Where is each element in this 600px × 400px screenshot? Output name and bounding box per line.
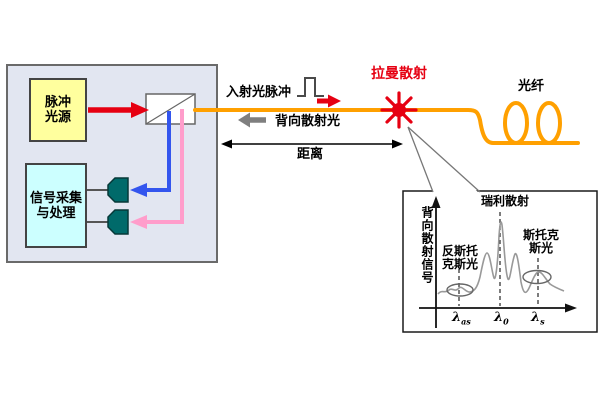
optical-fiber: [193, 101, 580, 145]
stokes-label: 斯托克 斯光: [522, 228, 559, 255]
distance-dimension-arrow: [221, 139, 403, 149]
x-tick-lambda-as: λas: [452, 310, 471, 327]
x-axis-arrow-icon: [565, 303, 577, 313]
fiber-label: 光纤: [518, 79, 545, 94]
gray-arrowhead-icon: [238, 112, 250, 128]
pink-arrowhead-icon: [130, 215, 147, 229]
pink-signal-path: [130, 109, 184, 229]
source-arrow: [88, 102, 149, 118]
inset-y-axis-label: 背向散射信号: [420, 206, 434, 284]
stokes-highlight-ellipse: [522, 269, 552, 285]
anti-stokes-label: 反斯托 克斯光: [441, 244, 478, 271]
rayleigh-label: 瑞利散射: [481, 194, 530, 208]
photodetector-lower-icon: [107, 209, 129, 235]
pulse-source-label: 脉冲 光源: [44, 95, 71, 125]
red-arrowhead-icon: [131, 102, 149, 118]
callout-line: [407, 126, 481, 193]
scattering-star-icon: [380, 91, 418, 129]
inset-axes: [419, 196, 577, 328]
pulse-waveform-icon: [297, 77, 324, 97]
incident-pulse-label: 入射光脉冲: [226, 85, 292, 100]
fiber-coil-loop: [503, 101, 529, 145]
anti-stokes-highlight-ellipse: [446, 283, 474, 297]
backscatter-label: 背向散射光: [275, 114, 341, 129]
fiber-coil-loop: [536, 101, 562, 145]
backscatter-arrow: [238, 112, 266, 128]
blue-arrowhead-icon: [130, 183, 147, 197]
raman-scattering-label: 拉曼散射: [371, 66, 427, 82]
spectrum-curve: [437, 221, 565, 295]
photodetector-upper-icon: [107, 177, 129, 203]
callout-line: [407, 126, 434, 193]
x-tick-lambda-0: λ0: [494, 310, 509, 327]
x-tick-lambda-s: λs: [531, 310, 545, 327]
signal-processor-label: 信号采集 与处理: [29, 190, 82, 221]
y-axis-arrow-icon: [431, 196, 441, 208]
incident-arrow: [317, 94, 341, 108]
distance-label: 距离: [297, 147, 324, 162]
red-arrowhead-icon: [328, 94, 341, 108]
pulse-source-box: [29, 78, 87, 142]
signal-processor-box: [25, 163, 87, 248]
blue-signal-path: [130, 111, 171, 197]
